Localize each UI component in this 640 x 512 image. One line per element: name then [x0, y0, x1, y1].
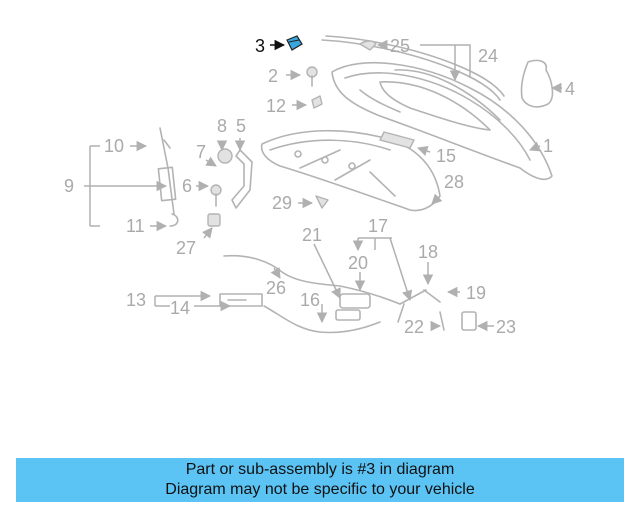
callout-3[interactable]: 3: [255, 36, 265, 56]
callout-6: 6: [182, 176, 192, 196]
callout-13: 13: [126, 290, 146, 310]
callout-14: 14: [170, 298, 190, 318]
callout-16: 16: [300, 290, 320, 310]
callout-21: 21: [302, 225, 322, 245]
hood-strut: [157, 127, 177, 215]
callout-4: 4: [565, 79, 575, 99]
callout-23: 23: [496, 317, 516, 337]
callout-24: 24: [478, 46, 498, 66]
highlighted-part-3[interactable]: [286, 35, 303, 51]
callout-29: 29: [272, 193, 292, 213]
callout-9: 9: [64, 176, 74, 196]
hood-bag: [520, 59, 554, 108]
callout-26: 26: [266, 278, 286, 298]
leader-lines: [84, 39, 562, 332]
callout-20: 20: [348, 253, 368, 273]
callout-17: 17: [368, 216, 388, 236]
callout-1: 1: [543, 136, 553, 156]
callout-8: 8: [217, 116, 227, 136]
weatherstrip: [321, 35, 505, 101]
info-banner: Part or sub-assembly is #3 in diagram Di…: [16, 458, 624, 502]
callout-11: 11: [126, 216, 145, 236]
parts-diagram: 3 2 12 25 24 4 1 10 9 11 8 7 5 6 15 28 2…: [64, 35, 575, 337]
callout-19: 19: [466, 283, 486, 303]
callout-15: 15: [436, 146, 456, 166]
callout-numbers: 3 2 12 25 24 4 1 10 9 11 8 7 5 6 15 28 2…: [64, 36, 575, 337]
banner-line-disclaimer: Diagram may not be specific to your vehi…: [165, 481, 475, 498]
callout-25: 25: [390, 36, 410, 56]
callout-5: 5: [236, 116, 246, 136]
fasteners: [163, 40, 415, 227]
hood-hinge: [231, 149, 253, 209]
hood-panel: [331, 61, 553, 181]
callout-2: 2: [268, 66, 278, 86]
callout-10: 10: [104, 136, 124, 156]
callout-18: 18: [418, 242, 438, 262]
callout-12: 12: [266, 96, 286, 116]
callout-7: 7: [196, 142, 206, 162]
banner-line-part-number: Part or sub-assembly is #3 in diagram: [185, 461, 455, 478]
callout-28: 28: [444, 172, 464, 192]
callout-27: 27: [176, 238, 196, 258]
hood-insulator: [260, 129, 441, 212]
callout-22: 22: [404, 317, 424, 337]
